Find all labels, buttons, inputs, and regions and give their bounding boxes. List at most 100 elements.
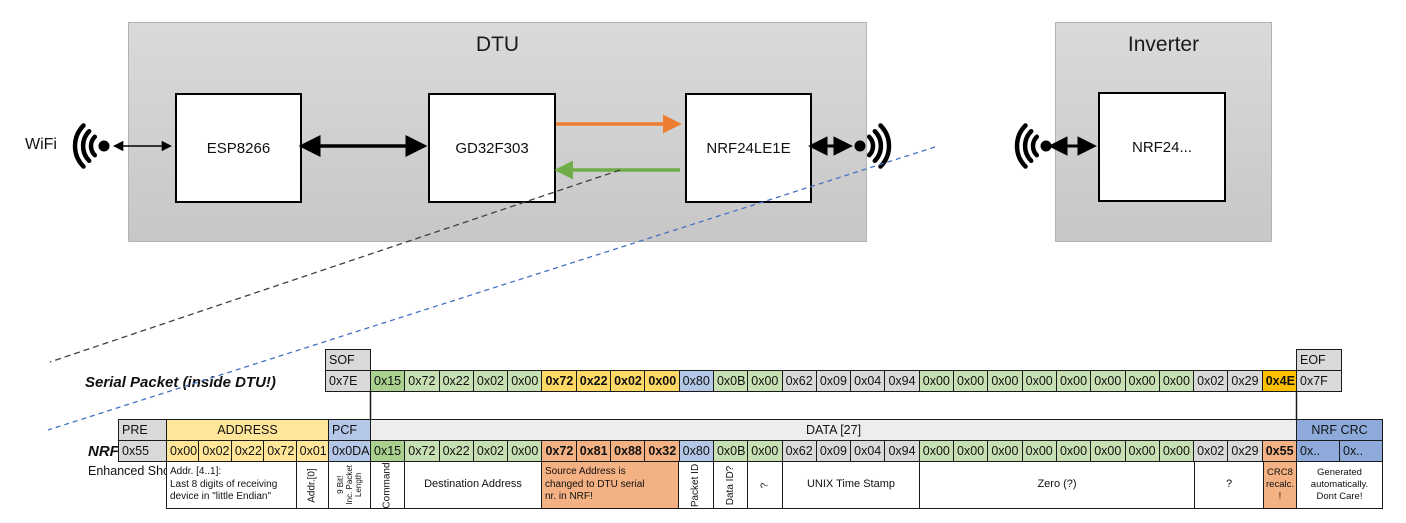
serial-byte-cell: 0x62 [782,371,817,391]
annotation-packet-id: Packet ID [678,461,714,509]
nrf-crc-cell: 0x.. [1340,441,1382,461]
pcf-header: PCF [328,419,371,441]
inverter-title: Inverter [1127,33,1200,56]
nrf-byte-cell: 0x62 [782,441,817,461]
nrf-byte-cell: 0x29 [1228,441,1263,461]
serial-byte-cell: 0x80 [679,371,714,391]
serial-byte-cell: 0x72 [542,371,577,391]
address-byte-strip: 0x00 0x02 0x22 0x72 0x01 [166,440,329,462]
eof-header: EOF [1296,349,1342,371]
serial-byte-strip: 0x15 0x72 0x22 0x02 0x00 0x72 0x22 0x02 … [370,370,1297,392]
nrf-byte-cell: 0x00 [1091,441,1126,461]
serial-byte-cell: 0x00 [1159,371,1195,391]
serial-byte-cell: 0x00 [919,371,955,391]
serial-byte-cell: 0x4E [1262,371,1297,391]
annotation-data-id: Data ID? [713,461,748,509]
nrf-byte-cell: 0x00 [988,441,1023,461]
annotation-unix-timestamp: UNIX Time Stamp [782,461,920,509]
annotation-zero: Zero (?) [919,461,1195,509]
annotation-question-2: ? [1194,461,1264,509]
annotation-question-1: ? [747,461,783,509]
nrf-crc-strip: 0x.. 0x.. [1296,440,1383,462]
annotation-generated-dont-care: Generated automatically. Dont Care! [1296,461,1383,509]
annotation-crc8-recalc: CRC8 recalc. ! [1263,461,1297,509]
annotation-destination-address: Destination Address [404,461,542,509]
dtu-title: DTU [475,33,520,56]
chip-nrf24le1e: NRF24LE1E [685,93,812,203]
serial-byte-cell: 0x00 [508,371,543,391]
nrf-byte-cell: 0x22 [439,441,474,461]
serial-byte-cell: 0x00 [1125,371,1160,391]
pre-value: 0x55 [118,440,167,462]
nrf-byte-cell: 0x72 [542,441,577,461]
chip-gd32f303: GD32F303 [428,93,556,203]
chip-esp8266: ESP8266 [175,93,302,203]
serial-packet-label: Serial Packet (inside DTU!) [85,374,276,391]
sof-value: 0x7E [325,370,371,392]
inverter-box: Inverter [1055,22,1272,242]
serial-byte-cell: 0x02 [473,371,509,391]
address-header: ADDRESS [166,419,329,441]
serial-byte-cell: 0x00 [954,371,989,391]
nrf-crc-header: NRF CRC [1296,419,1383,441]
serial-byte-cell: 0x00 [1022,371,1057,391]
nrf-byte-cell: 0x04 [851,441,886,461]
annotation-source-address: Source Address is changed to DTU serial … [541,461,679,509]
nrf-byte-cell: 0x00 [1056,441,1092,461]
nrf-byte-cell: 0x81 [576,441,612,461]
address-byte-cell: 0x72 [264,441,297,461]
wifi-label: WiFi [25,136,57,153]
serial-byte-cell: 0x0B [713,371,749,391]
serial-byte-cell: 0x00 [1091,371,1126,391]
annotation-addr0: Addr.[0] [296,461,329,509]
annotation-command: Command [370,461,405,509]
chip-nrf24-inverter: NRF24... [1098,92,1226,202]
nrf-byte-cell: 0x15 [371,441,406,461]
eof-value: 0x7F [1296,370,1342,392]
pcf-value: 0x0DA [328,440,371,462]
serial-byte-cell: 0x72 [405,371,440,391]
nrf-byte-cell: 0x72 [405,441,440,461]
nrf-byte-cell: 0x00 [748,441,783,461]
serial-byte-cell: 0x09 [816,371,852,391]
serial-byte-cell: 0x02 [1194,371,1229,391]
address-byte-cell: 0x02 [199,441,232,461]
serial-byte-cell: 0x94 [885,371,920,391]
nrf-byte-cell: 0x00 [919,441,955,461]
nrf-byte-cell: 0x00 [508,441,543,461]
serial-byte-cell: 0x00 [748,371,783,391]
nrf-crc-cell: 0x.. [1297,441,1340,461]
nrf-byte-cell: 0x88 [611,441,646,461]
nrf-byte-cell: 0x00 [1022,441,1057,461]
pre-header: PRE [118,419,167,441]
annotation-pcf-9bit: 9 Bit! Inc. Packet Length [328,461,371,509]
address-byte-cell: 0x01 [296,441,329,461]
serial-byte-cell: 0x00 [988,371,1023,391]
nrf-byte-cell: 0x0B [713,441,749,461]
serial-byte-cell: 0x29 [1228,371,1263,391]
serial-byte-cell: 0x02 [611,371,646,391]
serial-byte-cell: 0x04 [851,371,886,391]
serial-byte-cell: 0x00 [645,371,680,391]
nrf-byte-cell: 0x09 [816,441,852,461]
data-header: DATA [27] [370,419,1297,441]
serial-byte-cell: 0x15 [371,371,406,391]
serial-byte-cell: 0x00 [1056,371,1092,391]
nrf-byte-cell: 0x32 [645,441,680,461]
nrf-byte-cell: 0x00 [1159,441,1195,461]
inverter-antenna-icon [1014,123,1052,169]
address-byte-cell: 0x00 [167,441,200,461]
annotation-addr41: Addr. [4..1]: Last 8 digits of receiving… [166,461,297,509]
serial-byte-cell: 0x22 [439,371,474,391]
nrf-byte-cell: 0x94 [885,441,920,461]
nrf-byte-cell: 0x02 [473,441,509,461]
nrf-byte-strip: 0x15 0x72 0x22 0x02 0x00 0x72 0x81 0x88 … [370,440,1297,462]
nrf-byte-cell: 0x00 [954,441,989,461]
nrf-byte-cell: 0x80 [679,441,714,461]
wifi-antenna-left-icon [72,123,110,169]
serial-byte-cell: 0x22 [576,371,612,391]
nrf-byte-cell: 0x00 [1125,441,1160,461]
nrf-byte-cell: 0x55 [1262,441,1297,461]
address-byte-cell: 0x22 [231,441,265,461]
